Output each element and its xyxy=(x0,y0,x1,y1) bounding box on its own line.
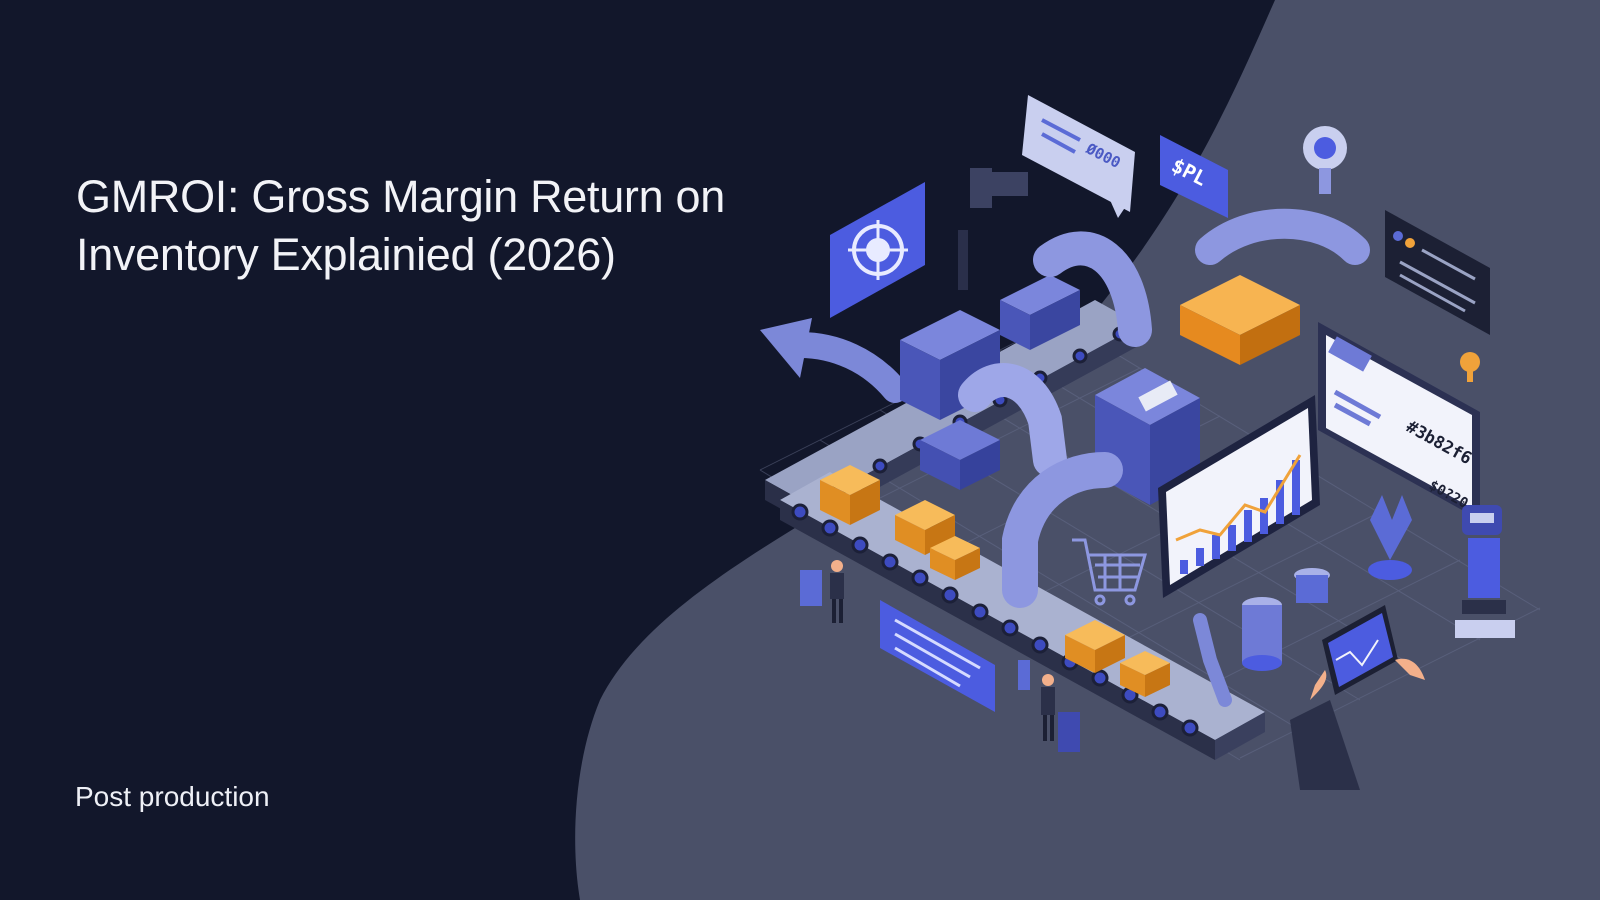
person-icon xyxy=(1018,660,1080,752)
person-icon xyxy=(800,560,844,623)
curved-ramps xyxy=(958,208,1370,608)
orange-boxes xyxy=(820,275,1300,697)
page-title: GMROI: Gross Margin Return on Inventory … xyxy=(76,171,725,280)
robot-icon xyxy=(1455,505,1515,638)
arrow-up-left-icon xyxy=(760,318,908,403)
dollar-badge: $PL xyxy=(1160,135,1228,218)
speech-bubble: Ø000 xyxy=(1022,95,1135,218)
banner-card xyxy=(880,600,995,712)
location-pin-icon xyxy=(1303,126,1347,194)
coin-target-icon xyxy=(830,182,925,318)
chart-screen xyxy=(1158,395,1320,598)
chat-card xyxy=(1385,210,1490,335)
gadgets xyxy=(1193,495,1412,707)
machines xyxy=(900,168,1200,505)
tablet xyxy=(1290,605,1425,790)
page-subtitle: Post production xyxy=(75,781,270,812)
shopping-cart-icon xyxy=(1072,538,1147,606)
location-pin-icon xyxy=(1460,352,1480,382)
